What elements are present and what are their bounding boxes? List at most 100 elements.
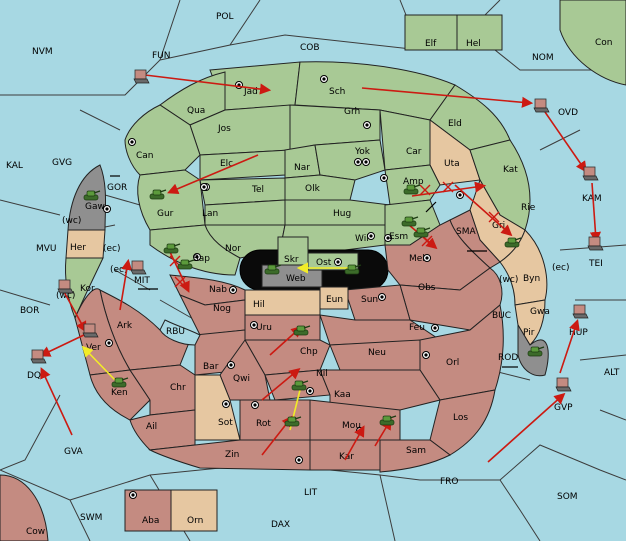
label-rie: Rie bbox=[521, 203, 536, 213]
label-sch: Sch bbox=[329, 87, 345, 97]
label-sun: Sun bbox=[361, 295, 378, 305]
region-labels: POL FUN COB NVM NOM OVD KAL GVG GOR Jad … bbox=[6, 12, 620, 537]
label-ec-her: (ec) bbox=[103, 244, 121, 254]
label-rod: ROD bbox=[498, 353, 518, 363]
label-swm: SWM bbox=[80, 513, 102, 523]
label-sam: Sam bbox=[406, 446, 426, 456]
region-skr[interactable] bbox=[277, 236, 309, 266]
label-pol: POL bbox=[216, 12, 234, 22]
label-ost: Ost bbox=[316, 258, 332, 268]
region-sam[interactable] bbox=[379, 439, 451, 473]
label-gvg: GVG bbox=[52, 158, 72, 168]
region-byn[interactable] bbox=[499, 229, 548, 306]
region-ken[interactable] bbox=[89, 369, 151, 421]
label-her: Her bbox=[70, 243, 86, 253]
region-yok[interactable] bbox=[314, 139, 386, 181]
label-gva: GVA bbox=[64, 447, 84, 457]
label-uru: Uru bbox=[256, 323, 272, 333]
label-elf: Elf bbox=[425, 39, 437, 49]
label-neu: Neu bbox=[368, 348, 386, 358]
label-ovd: OVD bbox=[558, 108, 578, 118]
label-bor: BOR bbox=[20, 306, 39, 316]
label-grh: Grh bbox=[344, 107, 360, 117]
label-mou: Mou bbox=[342, 421, 361, 431]
label-cob: COB bbox=[300, 43, 320, 53]
label-elc: Elc bbox=[220, 159, 233, 169]
label-wc-her: (wc) bbox=[62, 216, 81, 226]
label-nor: Nor bbox=[225, 244, 241, 254]
label-cow: Cow bbox=[26, 527, 45, 537]
label-alt: ALT bbox=[604, 368, 620, 378]
label-zin: Zin bbox=[225, 450, 239, 460]
label-kaa: Kaa bbox=[334, 390, 351, 400]
label-sot: Sot bbox=[218, 418, 233, 428]
region-rot[interactable] bbox=[239, 399, 311, 441]
label-aba: Aba bbox=[142, 516, 159, 526]
label-nom: NOM bbox=[532, 53, 554, 63]
region-hel[interactable] bbox=[456, 14, 503, 51]
label-sma: SMA bbox=[456, 227, 476, 237]
label-chr: Chr bbox=[170, 383, 186, 393]
label-gvp: GVP bbox=[554, 403, 573, 413]
label-fro: FRO bbox=[440, 477, 459, 487]
label-orl: Orl bbox=[446, 358, 459, 368]
order-arrows bbox=[39, 74, 602, 463]
label-olk: Olk bbox=[305, 184, 321, 194]
double-arrows bbox=[110, 175, 518, 368]
label-som: SOM bbox=[557, 492, 578, 502]
label-rot: Rot bbox=[256, 419, 271, 429]
label-rbu: RBU bbox=[166, 327, 185, 337]
label-nil: Nil bbox=[316, 369, 328, 379]
label-hup: HUP bbox=[569, 328, 588, 338]
region-zin[interactable] bbox=[148, 439, 311, 471]
region-ail[interactable] bbox=[129, 409, 196, 451]
label-orn: Orn bbox=[187, 516, 203, 526]
label-web: Web bbox=[286, 274, 306, 284]
region-sap[interactable] bbox=[149, 224, 241, 276]
label-hug: Hug bbox=[333, 209, 351, 219]
label-wil: Wil bbox=[355, 234, 369, 244]
label-lit: LIT bbox=[304, 488, 318, 498]
label-gaw: Gaw bbox=[85, 202, 105, 212]
label-qua: Qua bbox=[187, 106, 205, 116]
label-uta: Uta bbox=[444, 159, 460, 169]
region-olk[interactable] bbox=[284, 174, 356, 201]
label-ken: Ken bbox=[111, 388, 128, 398]
label-ark: Ark bbox=[117, 321, 133, 331]
label-jos: Jos bbox=[217, 124, 231, 134]
label-eld: Eld bbox=[448, 119, 462, 129]
region-elc[interactable] bbox=[199, 149, 291, 181]
label-eun: Eun bbox=[326, 295, 343, 305]
label-nvm: NVM bbox=[32, 47, 53, 57]
region-rbu-bay bbox=[159, 319, 201, 346]
label-nab: Nab bbox=[209, 285, 227, 295]
label-con: Con bbox=[595, 38, 613, 48]
label-mvu: MVU bbox=[36, 244, 57, 254]
region-qua[interactable] bbox=[159, 71, 226, 126]
region-car[interactable] bbox=[379, 109, 431, 171]
region-ost[interactable] bbox=[307, 252, 359, 271]
label-car: Car bbox=[406, 147, 422, 157]
region-uta[interactable] bbox=[429, 119, 481, 186]
region-gur[interactable] bbox=[137, 169, 206, 231]
region-nar[interactable] bbox=[284, 144, 321, 179]
label-lan: Lan bbox=[202, 209, 218, 219]
label-dax: DAX bbox=[271, 520, 290, 530]
label-feu: Feu bbox=[409, 323, 425, 333]
region-feu[interactable] bbox=[319, 314, 442, 346]
label-ail: Ail bbox=[146, 422, 157, 432]
label-tel: Tel bbox=[251, 185, 264, 195]
label-nog: Nog bbox=[213, 304, 231, 314]
label-mit: MIT bbox=[134, 276, 150, 286]
label-kam: KAM bbox=[582, 194, 602, 204]
label-wc-byn: (wc) bbox=[499, 275, 518, 285]
label-gur: Gur bbox=[157, 209, 174, 219]
region-orn[interactable] bbox=[170, 489, 218, 532]
label-buc: BUC bbox=[492, 311, 511, 321]
label-yok: Yok bbox=[354, 147, 371, 157]
label-mel: Mel bbox=[409, 254, 425, 264]
label-kor: Kor bbox=[80, 284, 95, 294]
failed-order-marks bbox=[169, 181, 500, 288]
label-kal: KAL bbox=[6, 161, 23, 171]
